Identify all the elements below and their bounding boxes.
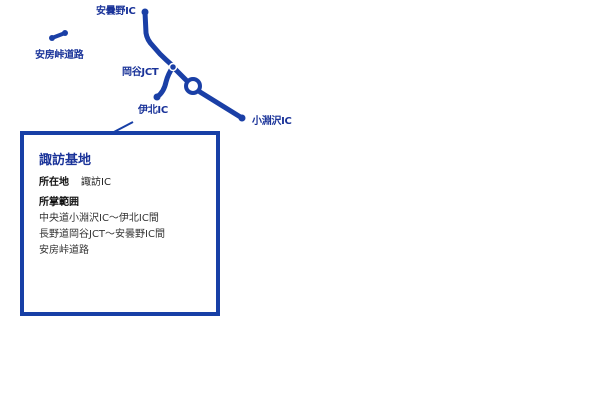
range-item: 長野道岡谷JCT～安曇野IC間 (39, 229, 165, 240)
range-item: 安房峠道路 (39, 245, 89, 256)
chuo-expressway-ihoku-line (154, 64, 176, 100)
label-abo-toge-road[interactable]: 安房峠道路 (35, 50, 84, 61)
label-okaya-jct[interactable]: 岡谷JCT (122, 67, 159, 78)
ihoku-ic-dot-icon[interactable] (153, 93, 161, 101)
label-ihoku-ic[interactable]: 伊北IC (138, 105, 168, 116)
location-label: 所在地 (39, 177, 69, 188)
base-info-box: 諏訪基地 所在地 諏訪IC 所掌範囲 中央道小淵沢IC～伊北IC間 長野道岡谷JC… (20, 131, 220, 316)
abo-toge-dot-icon[interactable] (49, 35, 55, 41)
kobuchizawa-ic-dot-icon[interactable] (238, 114, 246, 122)
label-kobuchizawa-ic[interactable]: 小淵沢IC (252, 116, 292, 127)
range-item: 中央道小淵沢IC～伊北IC間 (39, 213, 159, 224)
base-title: 諏訪基地 (39, 153, 92, 168)
abo-toge-dot-icon[interactable] (62, 30, 68, 36)
range-label: 所掌範囲 (39, 197, 79, 208)
chuo-expressway-kobuchizawa-line (170, 64, 245, 121)
location-value: 諏訪IC (81, 177, 111, 188)
okaya-jct-node-icon (168, 62, 178, 72)
nagano-expressway-line (142, 9, 176, 69)
location-row: 所在地 諏訪IC (39, 176, 111, 190)
azumino-ic-dot-icon[interactable] (141, 8, 149, 16)
suwa-loop-icon (184, 77, 202, 95)
label-azumino-ic[interactable]: 安曇野IC (96, 6, 136, 17)
range-list: 中央道小淵沢IC～伊北IC間 長野道岡谷JCT～安曇野IC間 安房峠道路 (39, 211, 165, 259)
